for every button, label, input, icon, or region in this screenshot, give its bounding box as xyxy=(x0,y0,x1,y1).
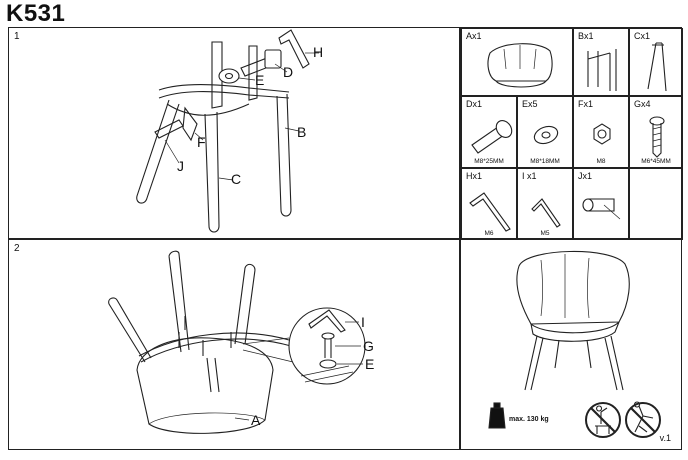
part-cell-b: Bx1 xyxy=(573,28,629,96)
product-code: K531 xyxy=(6,0,66,27)
callout-h: H xyxy=(313,44,324,60)
part-label: Cx1 xyxy=(634,31,651,41)
part-cell-a: Ax1 xyxy=(461,28,573,96)
max-load-text: max. 130 kg xyxy=(509,416,549,423)
no-tilting-chair-icon xyxy=(625,401,661,438)
part-cell-c: Cx1 xyxy=(629,28,683,96)
part-label: Jx1 xyxy=(578,171,593,181)
hex-key-part-icon xyxy=(469,192,511,232)
front-leg-part-icon xyxy=(647,42,667,92)
frame-assembly-drawing xyxy=(136,29,319,233)
finished-chair-panel: max. 130 kg v.1 xyxy=(460,239,682,450)
parts-list: Ax1 Bx1 Cx1 Dx1 M8*25MM Ex5 M8*18MM xyxy=(460,27,683,240)
no-standing-on-chair-icon xyxy=(585,402,621,438)
part-spec: M8*25MM xyxy=(474,158,504,165)
version-label: v.1 xyxy=(659,433,671,443)
part-spec: M6*45MM xyxy=(641,158,671,165)
part-label: Gx4 xyxy=(634,99,651,109)
part-cell-empty xyxy=(629,168,683,240)
part-spec: M6 xyxy=(484,230,494,237)
step-number: 1 xyxy=(14,31,20,42)
nut-part-icon xyxy=(593,123,611,145)
finished-chair-drawing xyxy=(516,250,630,391)
part-cell-j: Jx1 xyxy=(573,168,629,240)
part-cell-g: Gx4 M6*45MM xyxy=(629,96,683,168)
callout-e: E xyxy=(255,72,265,88)
part-cell-e: Ex5 M8*18MM xyxy=(517,96,573,168)
callout-c: C xyxy=(231,171,242,187)
weight-icon xyxy=(488,402,506,429)
part-spec: M5 xyxy=(540,230,550,237)
washer-part-icon xyxy=(533,125,559,145)
part-label: Fx1 xyxy=(578,99,594,109)
bolt-part-icon xyxy=(471,120,513,154)
part-label: Hx1 xyxy=(466,171,483,181)
seat-attachment-drawing xyxy=(108,250,366,434)
callout-j: J xyxy=(177,158,184,174)
small-hex-key-part-icon xyxy=(531,198,561,228)
step-2-panel: 2 I G E A xyxy=(8,239,460,450)
part-cell-f: Fx1 M8 xyxy=(573,96,629,168)
step-1-panel: 1 H D E B F J C xyxy=(8,27,460,239)
callout-i: I xyxy=(361,314,365,330)
part-label: Ex5 xyxy=(522,99,538,109)
part-spec: M8 xyxy=(596,158,606,165)
part-label: I x1 xyxy=(522,171,537,181)
part-label: Ax1 xyxy=(466,31,482,41)
part-spec: M8*18MM xyxy=(530,158,560,165)
callout-b: B xyxy=(297,124,307,140)
part-label: Dx1 xyxy=(466,99,483,109)
callout-a: A xyxy=(251,412,261,428)
step-number: 2 xyxy=(14,243,20,254)
seat-part-icon xyxy=(487,43,553,88)
part-cell-d: Dx1 M8*25MM xyxy=(461,96,517,168)
screw-part-icon xyxy=(649,116,665,158)
back-leg-part-icon xyxy=(587,49,617,91)
part-cell-h: Hx1 M6 xyxy=(461,168,517,240)
callout-d: D xyxy=(283,64,294,80)
connector-part-icon xyxy=(582,198,621,220)
part-cell-i: I x1 M5 xyxy=(517,168,573,240)
callout-e2: E xyxy=(365,356,375,372)
callout-g: G xyxy=(363,338,374,354)
callout-f: F xyxy=(197,134,206,150)
part-label: Bx1 xyxy=(578,31,594,41)
